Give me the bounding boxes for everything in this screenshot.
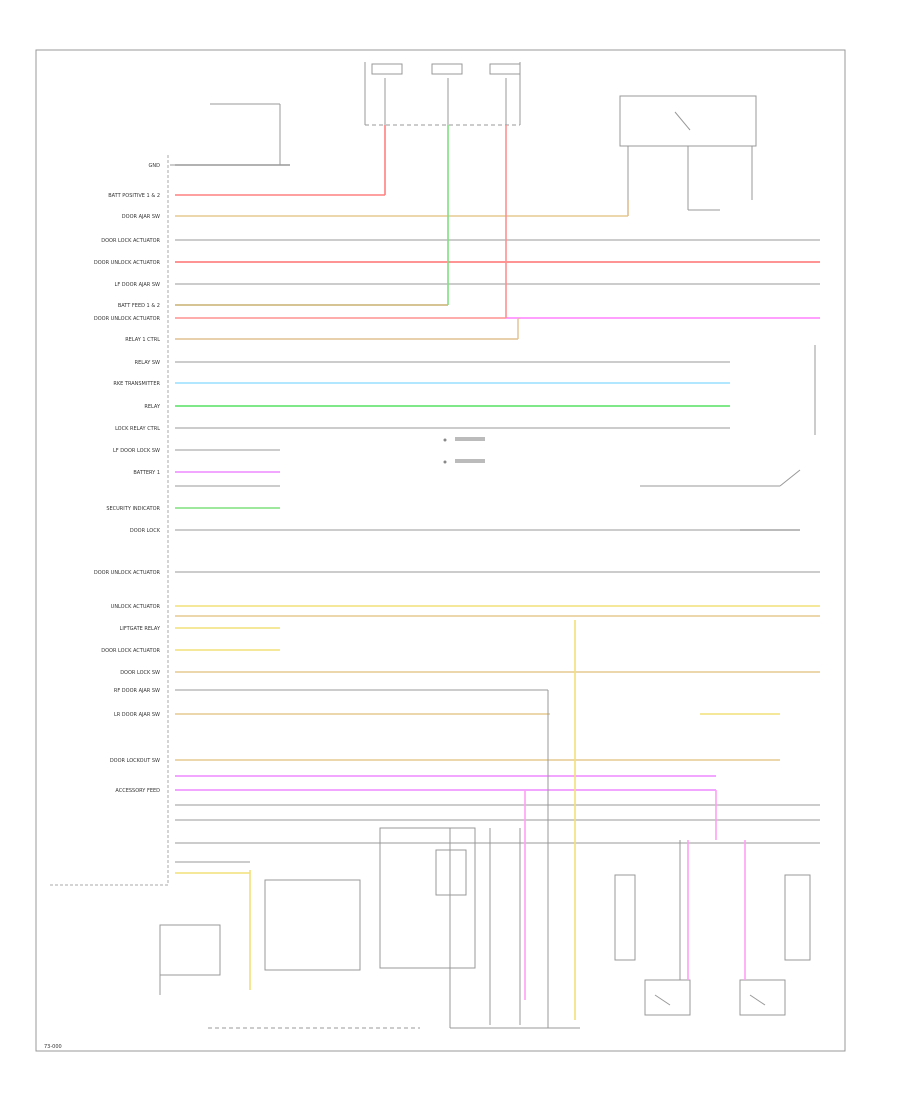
pin-label: DOOR UNLOCK ACTUATOR bbox=[94, 260, 161, 266]
wire-runs bbox=[175, 164, 820, 874]
pin-label: DOOR LOCK SW bbox=[120, 670, 160, 676]
pin-label: RELAY 1 CTRL bbox=[125, 337, 160, 343]
pin-label: DOOR UNLOCK ACTUATOR bbox=[94, 316, 161, 322]
pin-label: LIFTGATE RELAY bbox=[120, 626, 161, 632]
pin-label: UNLOCK ACTUATOR bbox=[111, 604, 161, 610]
pin-label: DOOR LOCK bbox=[130, 528, 161, 534]
pin-label: LF DOOR LOCK SW bbox=[113, 448, 160, 454]
pin-label: GND bbox=[149, 163, 161, 169]
pin-label: DOOR LOCK ACTUATOR bbox=[101, 648, 160, 654]
door-switch-box bbox=[619, 95, 757, 211]
pin-label: DOOR LOCKOUT SW bbox=[110, 758, 160, 764]
fuse-group bbox=[364, 62, 521, 126]
bottom-components bbox=[159, 690, 811, 1029]
pin-label: LR DOOR AJAR SW bbox=[114, 712, 160, 718]
pin-label: ACCESSORY FEED bbox=[115, 788, 160, 794]
pin-label: RKE TRANSMITTER bbox=[113, 381, 160, 387]
pin-label: DOOR AJAR SW bbox=[122, 214, 160, 220]
pin-label: DOOR UNLOCK ACTUATOR bbox=[94, 570, 161, 576]
pin-label: LF DOOR AJAR SW bbox=[115, 282, 161, 288]
pin-label: RELAY bbox=[144, 404, 161, 410]
rear-lock-module bbox=[640, 469, 801, 531]
diagram-code: 73-000 bbox=[44, 1044, 62, 1050]
pin-label-column: GND BATT POSITIVE 1 & 2 DOOR AJAR SW DOOR L… bbox=[94, 163, 161, 794]
ground-module bbox=[170, 103, 281, 166]
pin-label: RELAY SW bbox=[135, 360, 160, 366]
pin-label: LOCK RELAY CTRL bbox=[115, 426, 160, 432]
legend bbox=[443, 437, 485, 464]
pin-label: BATT POSITIVE 1 & 2 bbox=[108, 193, 160, 199]
pin-label: DOOR LOCK ACTUATOR bbox=[101, 238, 160, 244]
diagram-frame bbox=[35, 49, 846, 1052]
pin-label: RF DOOR AJAR SW bbox=[114, 688, 160, 694]
pin-label: BATT FEED 1 & 2 bbox=[118, 303, 160, 309]
pin-label: SECURITY INDICATOR bbox=[106, 506, 160, 512]
pin-label: BATTERY 1 bbox=[133, 470, 160, 476]
